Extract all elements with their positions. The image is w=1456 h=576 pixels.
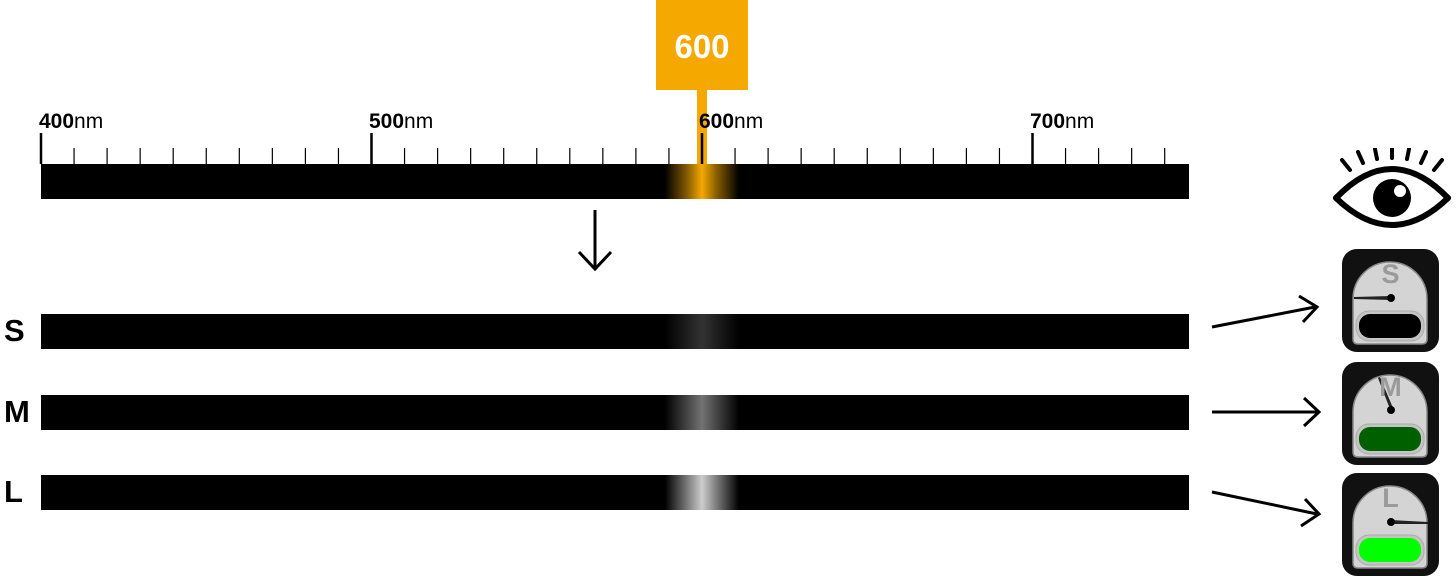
arrow-down-icon bbox=[577, 210, 613, 272]
eye-icon bbox=[1333, 148, 1451, 228]
arrow-right-icon bbox=[1211, 294, 1320, 329]
wavelength-marker-value: 600 bbox=[674, 28, 730, 65]
wavelength-marker[interactable]: 600 bbox=[656, 0, 748, 90]
cone-m-response-bar bbox=[41, 395, 1189, 430]
ruler-label-600: 600nm bbox=[699, 110, 764, 133]
cone-m-label: M bbox=[4, 394, 30, 429]
spectrum-bar bbox=[41, 164, 1189, 199]
cone-m-meter-letter: M bbox=[1379, 372, 1402, 402]
cone-s-band bbox=[665, 314, 739, 349]
cone-m-meter-fill bbox=[1359, 427, 1421, 451]
cone-s-meter-letter: S bbox=[1381, 259, 1400, 289]
cone-m-band bbox=[665, 395, 739, 430]
wavelength-marker-stem bbox=[697, 90, 707, 165]
cone-s-label: S bbox=[4, 313, 25, 348]
cone-l-band bbox=[665, 475, 739, 510]
ruler-label-500: 500nm bbox=[369, 110, 434, 133]
ruler-label-400: 400nm bbox=[39, 110, 104, 133]
cone-l-meter-fill bbox=[1359, 538, 1421, 562]
spectrum-band bbox=[665, 164, 739, 199]
ruler-label-700: 700nm bbox=[1030, 110, 1095, 133]
cone-l-label: L bbox=[4, 474, 23, 509]
cone-s-meter: S bbox=[1342, 249, 1439, 352]
cone-s-meter-fill bbox=[1359, 314, 1421, 338]
cone-m-meter: M bbox=[1342, 362, 1439, 465]
cone-l-meter: L bbox=[1342, 473, 1439, 576]
cone-l-response-bar bbox=[41, 475, 1189, 510]
cone-s-response-bar bbox=[41, 314, 1189, 349]
arrow-right-icon bbox=[1211, 490, 1322, 528]
cone-l-meter-letter: L bbox=[1382, 483, 1399, 513]
arrow-right-icon bbox=[1212, 396, 1322, 428]
wavelength-ruler bbox=[39, 133, 1166, 164]
